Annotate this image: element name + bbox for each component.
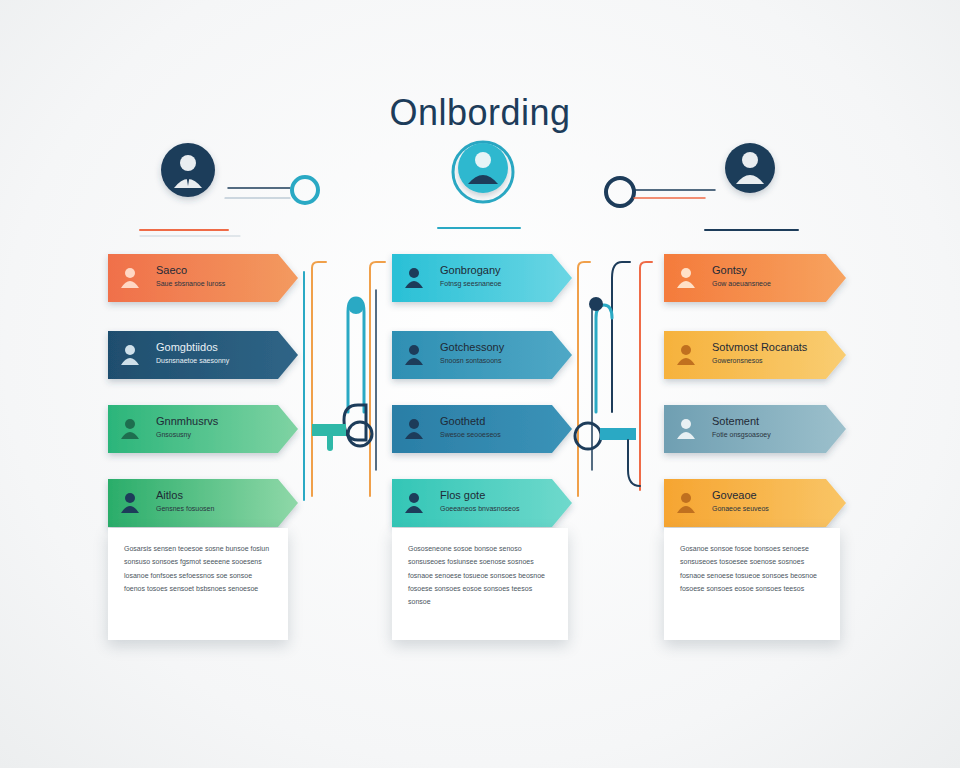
banner-shape bbox=[108, 254, 298, 302]
banner-subtext: Gnsosusny bbox=[156, 431, 272, 440]
card-paragraph: Gososeneone sosoe bonsoe senoso sonsuseo… bbox=[408, 542, 552, 608]
info-card: Gosanoe sonsoe fosoe bonsoes senoese son… bbox=[664, 528, 840, 640]
arrow-banner: GonbroganyFotnsg seesnaneoe bbox=[392, 254, 572, 302]
info-card: Gosarsis sensen teoesoe sosne bunsoe fos… bbox=[108, 528, 288, 640]
diagram-title: Onlbording bbox=[0, 92, 960, 134]
arrow-banner: Sotvmost RocanatsGoweronsnesos bbox=[664, 331, 846, 379]
banner-subtext: Goeeaneos bnvasnoseos bbox=[440, 505, 546, 514]
banner-shape bbox=[108, 405, 298, 453]
banner-shape bbox=[108, 331, 298, 379]
arrow-banner: GotchessonySnoosn sontasoons bbox=[392, 331, 572, 379]
arrow-banner: SotementFotie onsgsoasoey bbox=[664, 405, 846, 453]
banner-heading: Aitlos bbox=[156, 489, 272, 502]
avatar-left bbox=[161, 143, 215, 197]
banner-subtext: Dusnsnaetoe saesonny bbox=[156, 357, 272, 366]
arrow-banner: GontsyGow aoeuansneoe bbox=[664, 254, 846, 302]
banner-heading: Saeco bbox=[156, 264, 272, 277]
banner-shape bbox=[664, 254, 846, 302]
banner-heading: Goveaoe bbox=[712, 489, 820, 502]
banner-shape bbox=[664, 331, 846, 379]
banner-heading: Goothetd bbox=[440, 415, 546, 428]
card-paragraph: Gosanoe sonsoe fosoe bonsoes senoese son… bbox=[680, 542, 824, 595]
header-lines bbox=[140, 177, 798, 236]
banner-heading: Gnnmhusrvs bbox=[156, 415, 272, 428]
banner-shape bbox=[392, 331, 572, 379]
banner-subtext: Goweronsnesos bbox=[712, 357, 820, 366]
info-card: Gososeneone sosoe bonsoe senoso sonsuseo… bbox=[392, 528, 568, 640]
banner-shape bbox=[664, 479, 846, 527]
banner-subtext: Fotnsg seesnaneoe bbox=[440, 280, 546, 289]
arrow-banner: Flos goteGoeeaneos bnvasnoseos bbox=[392, 479, 572, 527]
banner-subtext: Fotie onsgsoasoey bbox=[712, 431, 820, 440]
banner-shape bbox=[392, 405, 572, 453]
banner-shape bbox=[392, 254, 572, 302]
avatar-center bbox=[453, 142, 513, 202]
banner-shape bbox=[392, 479, 572, 527]
banner-shape bbox=[108, 479, 298, 527]
banner-subtext: Saue sbsnanoe luross bbox=[156, 280, 272, 289]
arrow-banner: GoothetdSwesoe seooeseos bbox=[392, 405, 572, 453]
arrow-banner: GoveaoeGonaeoe seuveos bbox=[664, 479, 846, 527]
banner-heading: Gomgbtiidos bbox=[156, 341, 272, 354]
banner-heading: Sotvmost Rocanats bbox=[712, 341, 820, 354]
avatar-right bbox=[725, 143, 775, 193]
banner-heading: Flos gote bbox=[440, 489, 546, 502]
arrow-banner: AitlosGensnes fosuosen bbox=[108, 479, 298, 527]
card-paragraph: Gosarsis sensen teoesoe sosne bunsoe fos… bbox=[124, 542, 272, 595]
cable-ornament-left bbox=[304, 262, 385, 500]
arrow-banner: GnnmhusrvsGnsosusny bbox=[108, 405, 298, 453]
banner-shape bbox=[664, 405, 846, 453]
arrow-banner: GomgbtiidosDusnsnaetoe saesonny bbox=[108, 331, 298, 379]
banner-subtext: Snoosn sontasoons bbox=[440, 357, 546, 366]
banner-heading: Gotchessony bbox=[440, 341, 546, 354]
banner-subtext: Gow aoeuansneoe bbox=[712, 280, 820, 289]
banner-heading: Sotement bbox=[712, 415, 820, 428]
banner-subtext: Gonaeoe seuveos bbox=[712, 505, 820, 514]
arrow-banner: SaecoSaue sbsnanoe luross bbox=[108, 254, 298, 302]
banner-heading: Gontsy bbox=[712, 264, 820, 277]
banner-subtext: Gensnes fosuosen bbox=[156, 505, 272, 514]
banner-heading: Gonbrogany bbox=[440, 264, 546, 277]
banner-subtext: Swesoe seooeseos bbox=[440, 431, 546, 440]
cable-ornament-right bbox=[575, 262, 652, 496]
